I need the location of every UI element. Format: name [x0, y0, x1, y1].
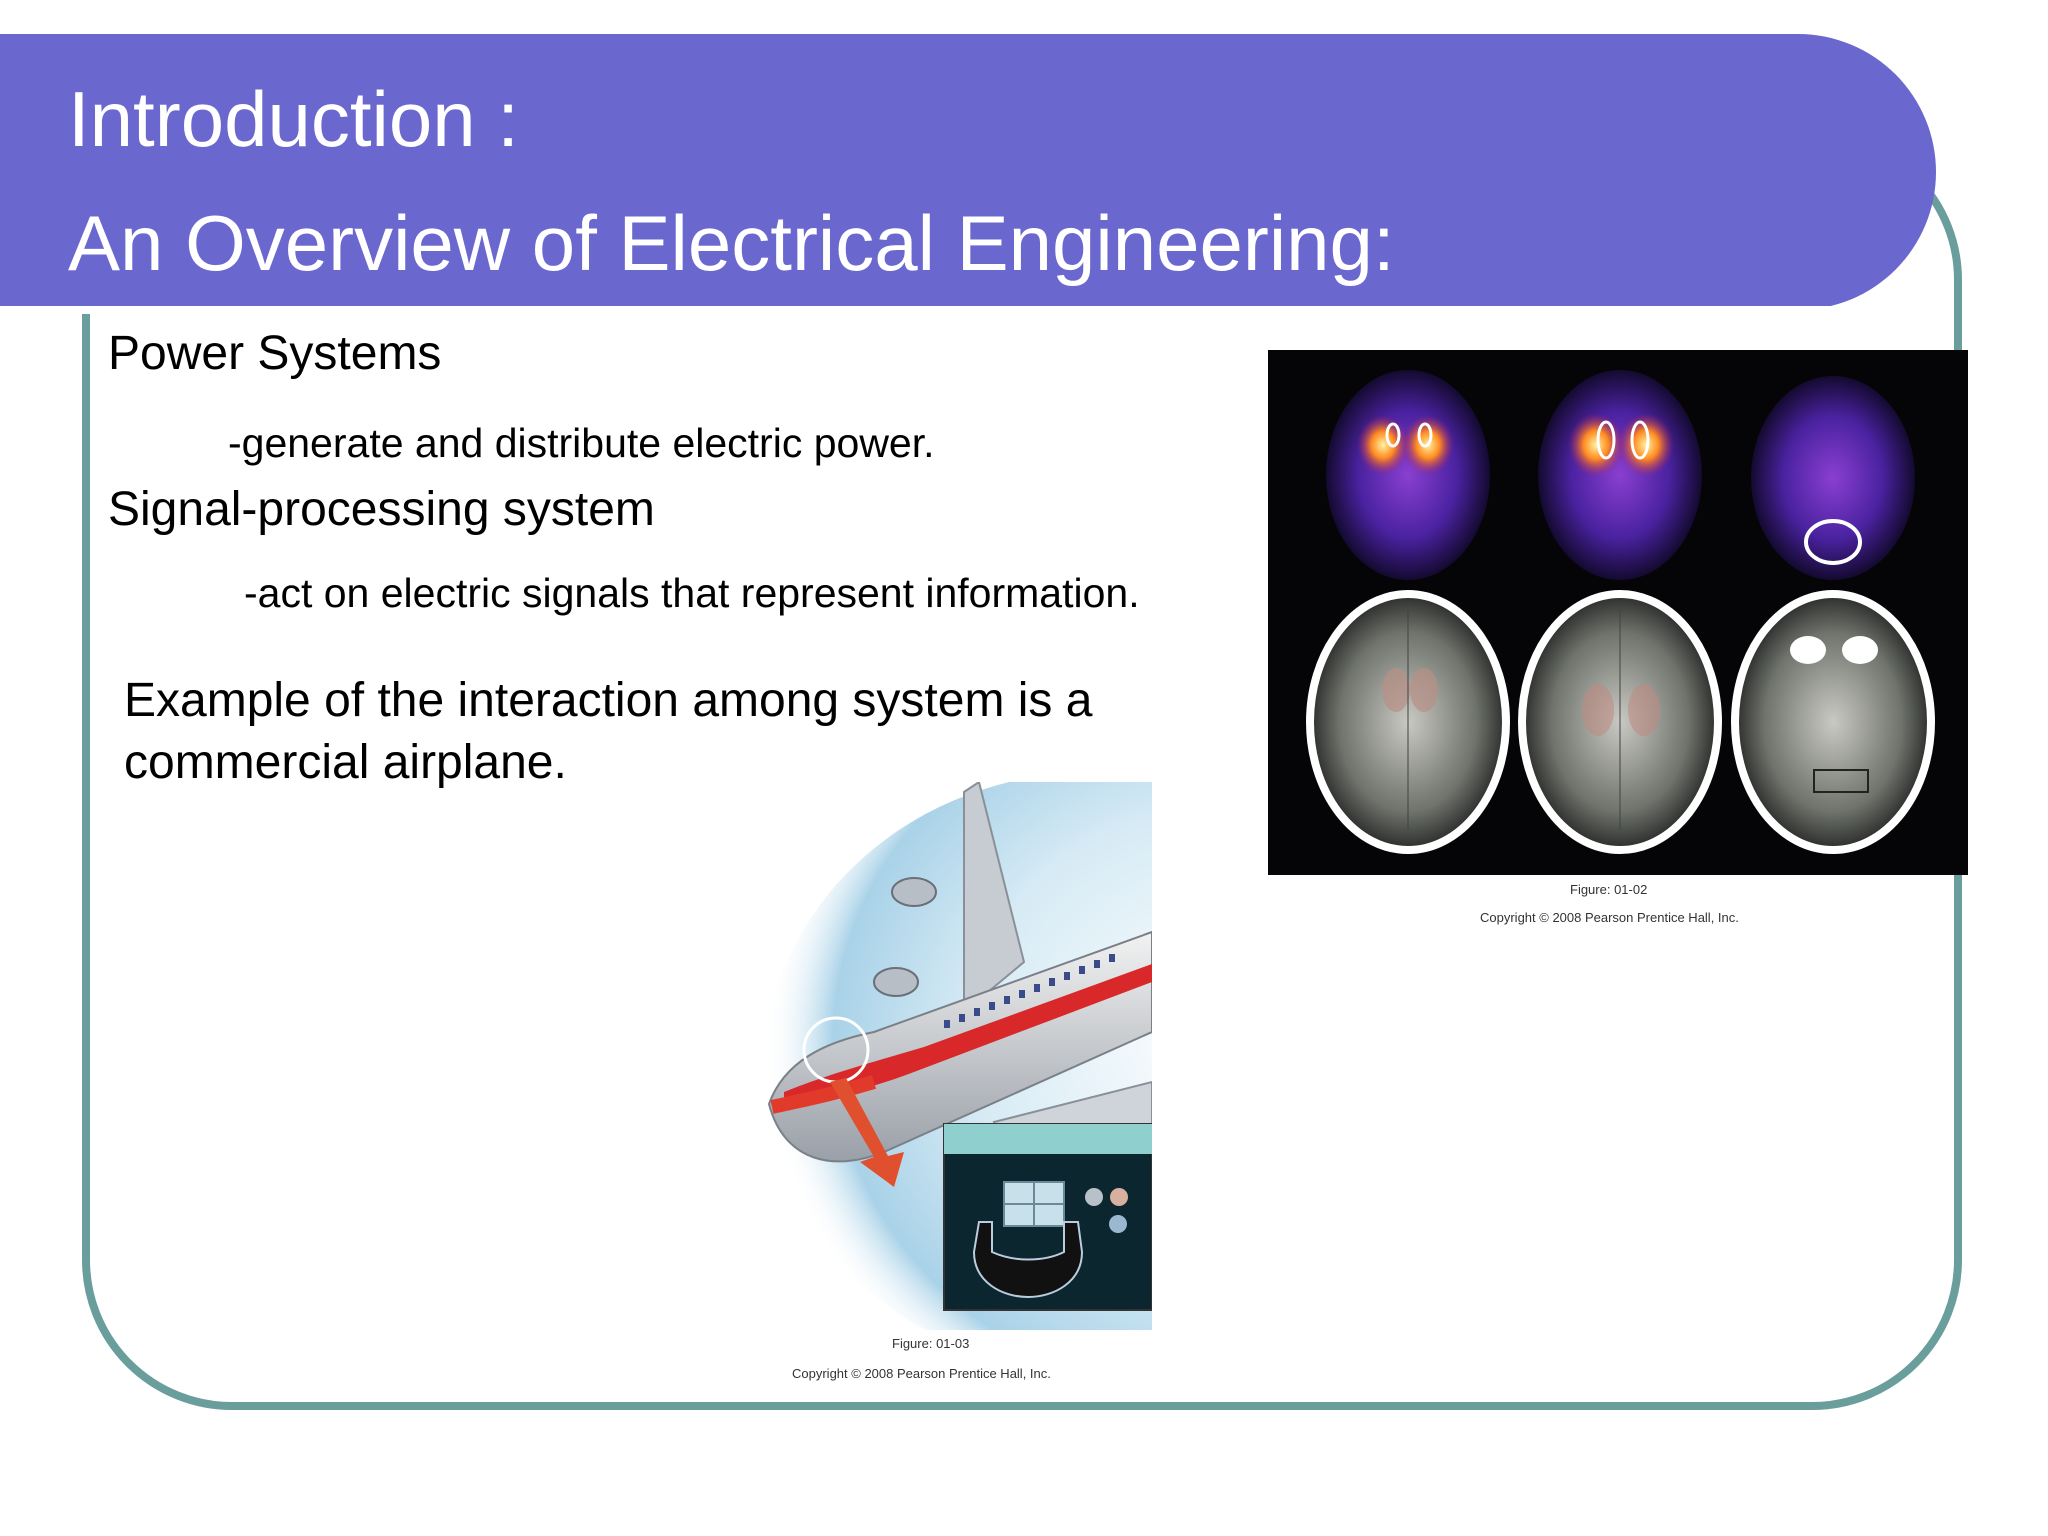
- airplane-figure-label: Figure: 01-03: [892, 1336, 970, 1351]
- power-systems-heading: Power Systems: [108, 327, 442, 380]
- title-line-2: An Overview of Electrical Engineering:: [68, 199, 1395, 287]
- brain-scan-figure: [1268, 350, 1968, 875]
- airplane-figure: [764, 782, 1152, 1330]
- title-banner: Introduction : An Overview of Electrical…: [0, 34, 1936, 314]
- figure-edge: [1966, 346, 1972, 930]
- signal-processing-heading: Signal-processing system: [108, 483, 655, 536]
- example-line-1: Example of the interaction among system …: [124, 674, 1093, 727]
- airplane-image: [764, 782, 1152, 1330]
- brain-figure-copyright: Copyright © 2008 Pearson Prentice Hall, …: [1480, 910, 1739, 925]
- brain-scan-image: [1306, 370, 1935, 854]
- brain-figure-label: Figure: 01-02: [1570, 882, 1648, 897]
- title-line-1: Introduction :: [68, 75, 519, 163]
- power-systems-detail: -generate and distribute electric power.: [228, 420, 935, 466]
- title-underline: [0, 306, 1834, 314]
- example-line-2: commercial airplane.: [124, 736, 567, 789]
- airplane-figure-copyright: Copyright © 2008 Pearson Prentice Hall, …: [792, 1366, 1051, 1381]
- signal-processing-detail: -act on electric signals that represent …: [244, 570, 1140, 616]
